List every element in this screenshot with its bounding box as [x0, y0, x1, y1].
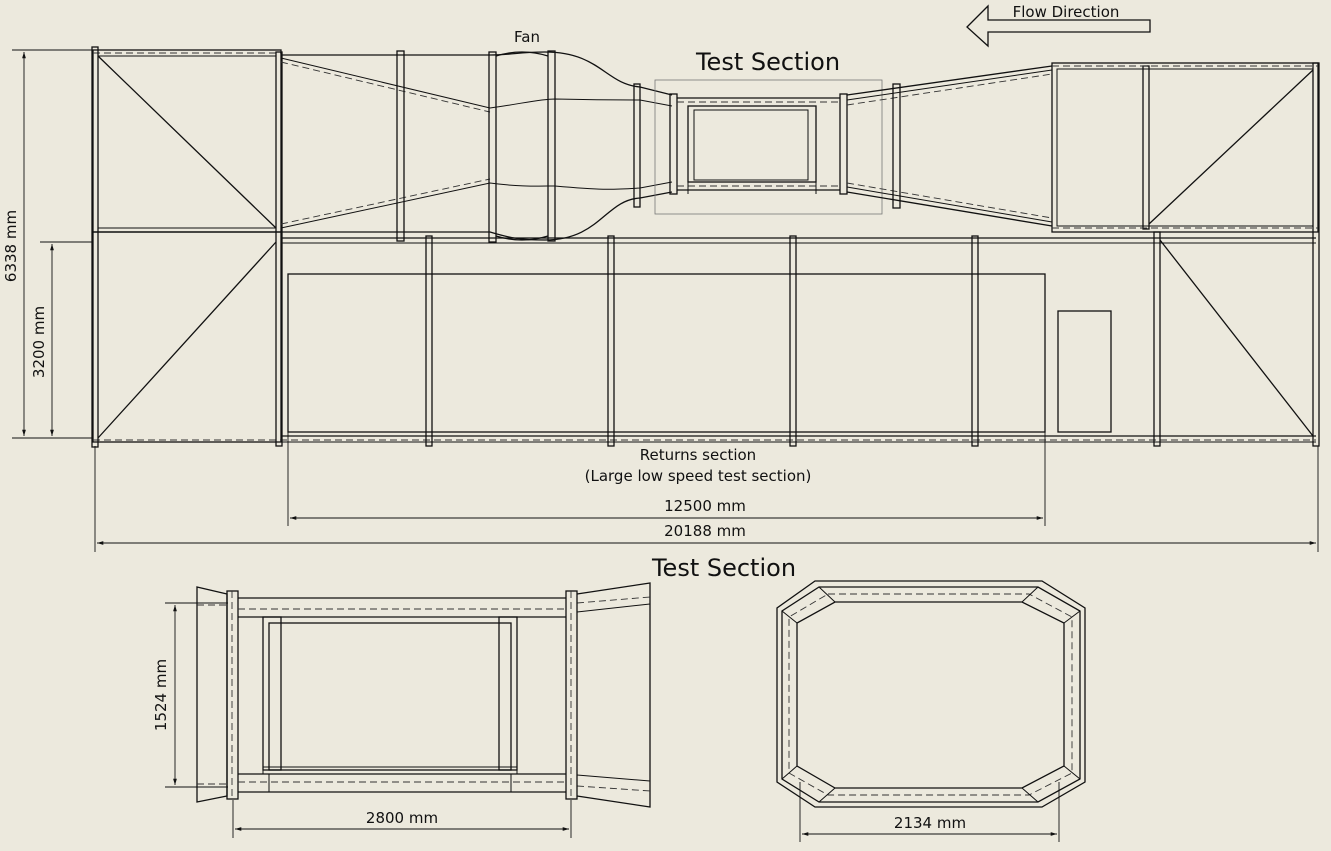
downstream-diffuser [846, 65, 1053, 227]
returns-section-label: Returns section [640, 446, 756, 464]
dim-2800: 2800 mm [366, 809, 438, 827]
returns-duct [281, 231, 1316, 447]
test-section-title: Test Section [695, 48, 840, 76]
dimension-total-height [12, 49, 92, 439]
elevation-view [91, 46, 1320, 448]
dimension-ts-height [165, 602, 228, 788]
dimension-ts-width [799, 782, 1060, 842]
dim-1524: 1524 mm [152, 659, 170, 731]
dim-20188: 20188 mm [664, 522, 746, 540]
left-lower-corner [92, 231, 1316, 443]
fan-label: Fan [514, 28, 540, 46]
dim-6338: 6338 mm [2, 210, 20, 282]
upper-duct [280, 50, 673, 243]
dim-12500: 12500 mm [664, 497, 746, 515]
dim-2134: 2134 mm [894, 814, 966, 832]
flow-direction-label: Flow Direction [1013, 3, 1120, 21]
dim-3200: 3200 mm [30, 306, 48, 378]
right-lower-corner [1159, 62, 1320, 447]
test-section-detail-title: Test Section [651, 554, 796, 582]
flow-direction-arrow [966, 4, 1151, 48]
test-section-cross-section [776, 580, 1086, 808]
dimension-returns-length [287, 432, 1046, 526]
left-upper-corner [92, 49, 282, 233]
test-section-elevation [654, 79, 883, 215]
dimension-lower-height [40, 241, 92, 436]
dimension-total-length [94, 446, 1319, 552]
returns-section-sublabel: (Large low speed test section) [585, 467, 812, 485]
large-low-speed-test-section [287, 273, 1046, 433]
dimension-ts-length [232, 800, 572, 838]
access-door [1057, 310, 1112, 433]
right-upper-corner [1051, 62, 1319, 233]
test-section-side-view [196, 582, 651, 808]
